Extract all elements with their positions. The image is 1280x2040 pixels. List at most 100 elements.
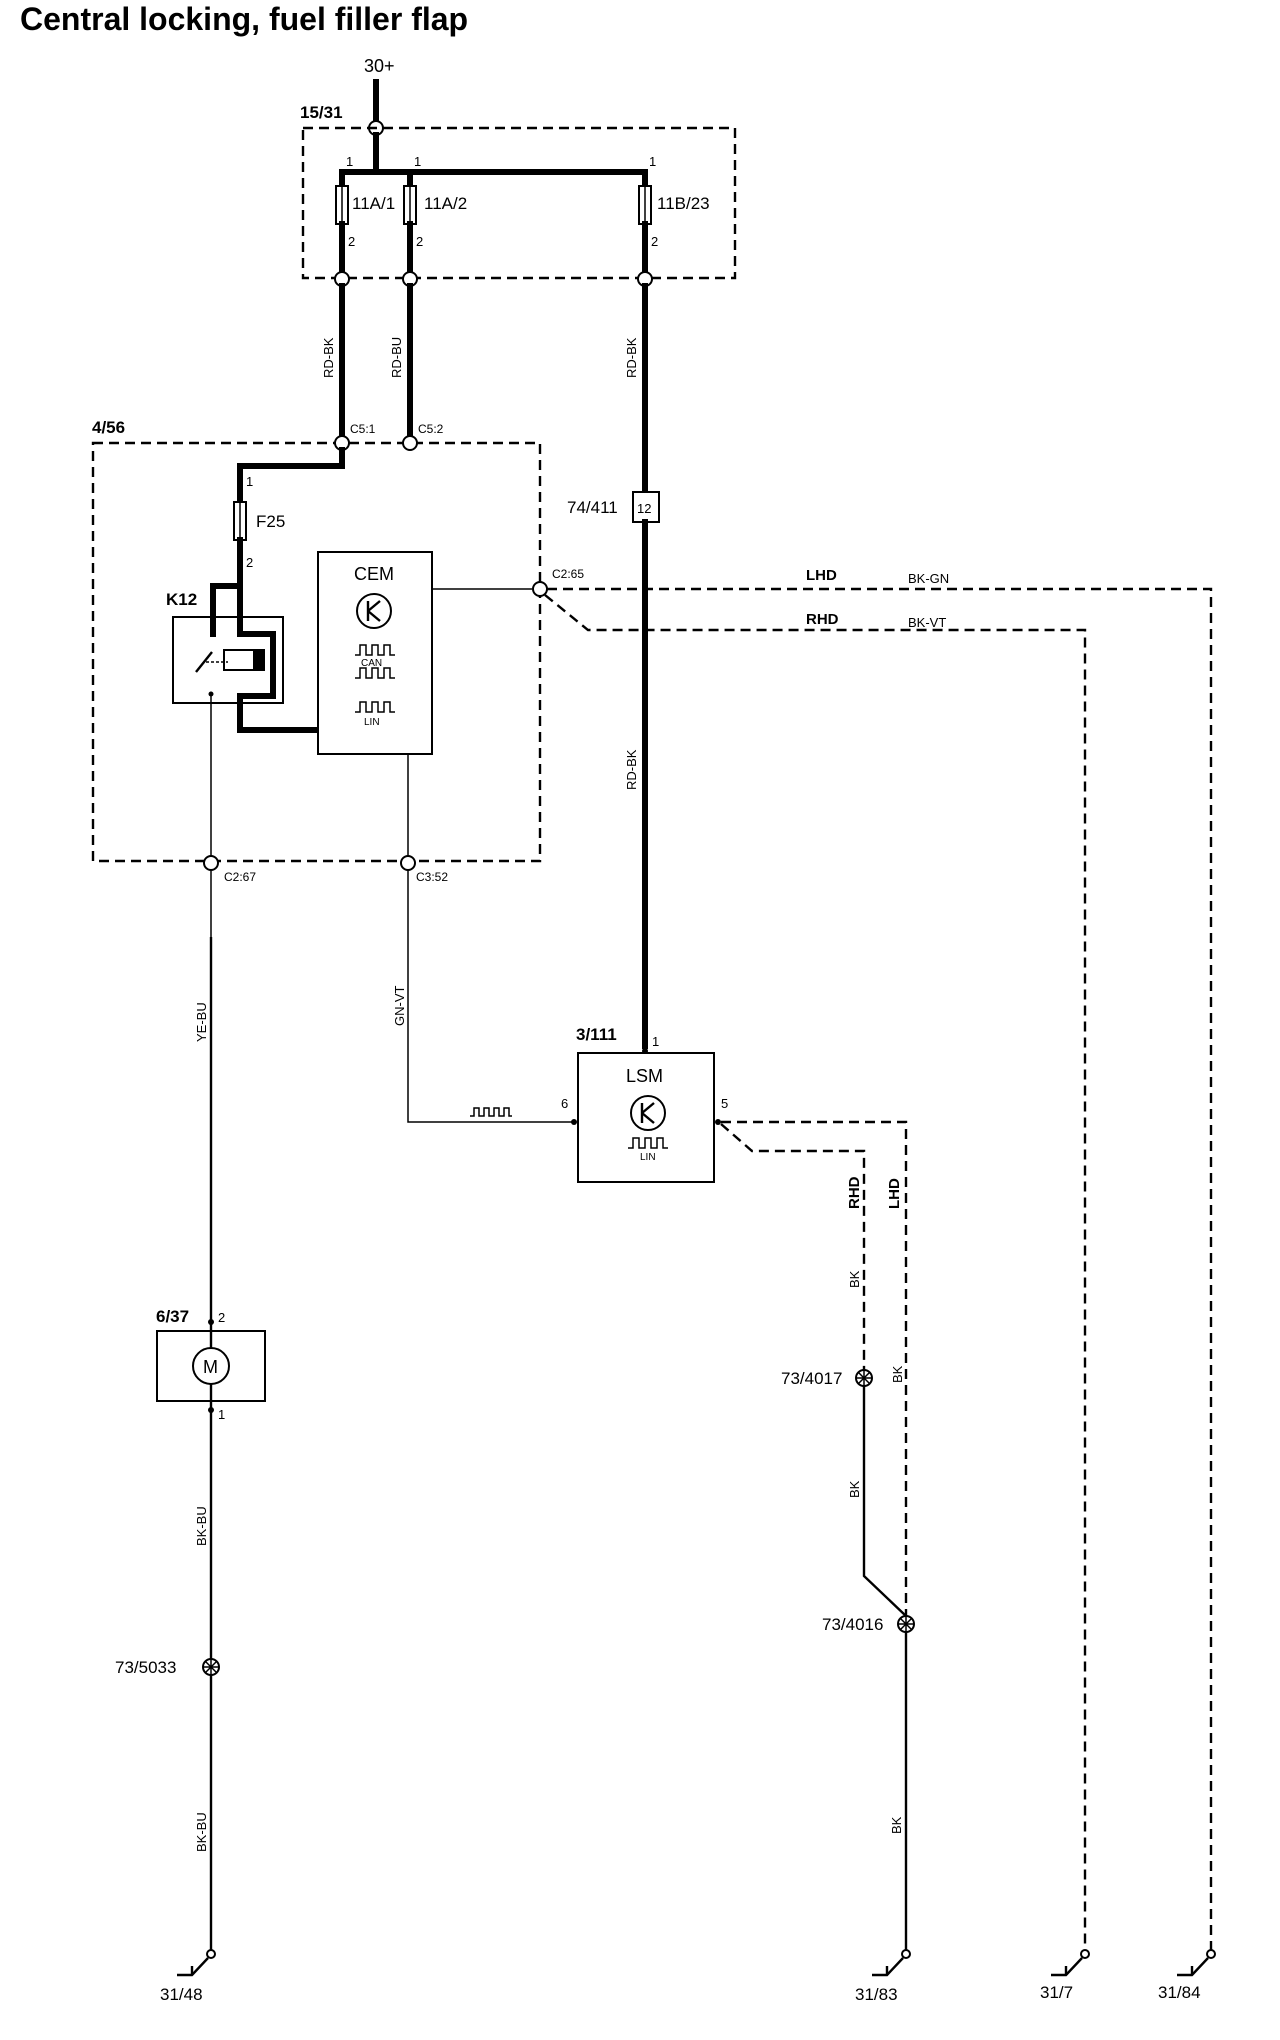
cem-unit-boundary [91,441,542,863]
wire-label-bk-vt: BK-VT [908,615,946,630]
fuse-11b-23-label: 11B/23 [657,194,710,213]
fusebox-15-31: 15/31 1 2 11A/1 1 2 11A/2 [300,103,737,287]
connector-c5-2: C5:2 [418,422,444,436]
fusebox-id: 15/31 [300,103,343,122]
wire-label-bk-bu-2: BK-BU [194,1812,209,1852]
fuse-11b-23-pin-2: 2 [651,234,658,249]
ground-31-7-label: 31/7 [1040,1983,1073,2002]
fuse-f25-pin-2: 2 [246,555,253,570]
motor-pin-2: 2 [218,1310,225,1325]
wire-label-gn-vt: GN-VT [392,986,407,1027]
wire-label-rd-bk-1: RD-BK [321,337,336,378]
ground-31-7: 31/7 [1040,1949,1090,2002]
splice-73-4017: 73/4017 [781,1369,873,1388]
lsm-id: 3/111 [576,1025,617,1044]
wire-label-bk-rhd: BK [847,1270,862,1288]
connector-c2-67: C2:67 [224,870,256,884]
fuse-f25-pin-1: 1 [246,474,253,489]
motor-id: 6/37 [156,1307,189,1326]
lsm-pin-1: 1 [652,1034,659,1049]
supply-label: 30+ [364,56,395,76]
relay-k12-label: K12 [166,590,197,609]
cem-transistor-icon [356,593,392,629]
fuse-11a-1: 1 2 11A/1 [335,154,395,275]
cem-module-name: CEM [354,564,394,584]
wire-rhd-bk-vt [544,594,1087,1950]
lsm-name: LSM [626,1066,663,1086]
variant-rhd-label-2: RHD [846,1176,863,1209]
cem-bus-lin: LIN [364,717,380,728]
wire-label-rd-bk-2: RD-BK [624,337,639,378]
cem-unit-4-56: 4/56 C5:1 C5:2 1 F25 2 K12 [91,418,584,884]
wire-label-ye-bu: YE-BU [194,1002,209,1042]
fuse-11a-1-pin-1: 1 [346,154,353,169]
lin-signal-icon [355,701,395,713]
fuse-f25-label: F25 [256,512,285,531]
diagram-title: Central locking, fuel filler flap [20,1,468,37]
cem-unit-id: 4/56 [92,418,125,437]
wire-bk-mid [862,1386,907,1617]
lsm-module-3-111: 3/111 1 LSM LIN 6 5 [561,1025,728,1183]
lsm-pin-5: 5 [721,1096,728,1111]
wire-lhd-bk [721,1120,908,1616]
splice-73-4017-label: 73/4017 [781,1369,842,1388]
fuse-f25: 1 F25 2 [233,474,285,589]
ground-31-48-label: 31/48 [160,1985,203,2004]
cem-bus-can: CAN [361,658,382,669]
variant-lhd-label-1: LHD [806,567,837,584]
wire-label-bk-bu-1: BK-BU [194,1506,209,1546]
fusebox-boundary [301,126,737,280]
supply-terminal: 30+ [364,56,395,175]
ground-31-83-label: 31/83 [855,1985,898,2004]
motor-pin-1: 1 [218,1407,225,1422]
connector-c3-52: C3:52 [416,870,448,884]
wire-gn-vt [407,870,574,1123]
motor-symbol: M [203,1357,218,1377]
splice-73-4016: 73/4016 [822,1615,915,1634]
fuse-11a-1-pin-2: 2 [348,234,355,249]
fuse-11a-2-pin-1: 1 [414,154,421,169]
fuse-11b-23-pin-1: 1 [649,154,656,169]
splice-73-4016-label: 73/4016 [822,1615,883,1634]
fuse-11a-2-label: 11A/2 [424,194,467,213]
wire-label-bk-low: BK [889,1816,904,1834]
wire-label-rd-bk-3: RD-BK [624,749,639,790]
splice-73-5033: 73/5033 [115,1658,220,1677]
connector-c5-1: C5:1 [350,422,376,436]
lin-signal-icon [470,1107,512,1117]
fuse-11a-2: 1 2 11A/2 [403,154,467,275]
ground-31-84: 31/84 [1158,1949,1216,2002]
wire-label-bk-lhd: BK [890,1365,905,1383]
ground-31-48: 31/48 [160,1949,216,2004]
motor-icon [192,1347,230,1385]
relay-k12-coil-feed [237,583,276,699]
motor-6-37: 6/37 2 M 1 [156,1307,266,1422]
can-signal-icon [355,644,395,679]
ground-31-84-label: 31/84 [1158,1983,1201,2002]
ground-31-83: 31/83 [855,1949,911,2004]
fuse-11a-2-pin-2: 2 [416,234,423,249]
fuse-11b-23: 1 2 11B/23 [638,154,710,275]
connector-74-411-pin: 12 [637,501,651,516]
wire-lhd-bk-gn [547,587,1213,1950]
lsm-bus-lin: LIN [640,1152,656,1163]
lsm-transistor-icon [630,1095,666,1131]
connector-74-411-label: 74/411 [567,498,618,517]
connector-74-411: 12 74/411 [567,491,660,523]
wire-to-f25 [237,447,345,505]
variant-rhd-label-1: RHD [806,611,839,628]
wire-label-bk-gn: BK-GN [908,571,949,586]
wire-label-bk-mid: BK [847,1480,862,1498]
fuse-11a-1-label: 11A/1 [352,194,395,213]
cem-module: CEM CAN LIN [317,551,433,755]
lsm-lin-icon [628,1137,668,1149]
wire-rhd-bk [720,1123,866,1370]
relay-k12-switch-contact [195,651,213,673]
lsm-pin-6: 6 [561,1096,568,1111]
variant-lhd-label-2: LHD [886,1178,903,1209]
splice-73-5033-label: 73/5033 [115,1658,176,1677]
relay-k12: K12 [166,583,284,856]
relay-k12-contact-feed [210,583,243,637]
wire-label-rd-bu: RD-BU [389,337,404,378]
